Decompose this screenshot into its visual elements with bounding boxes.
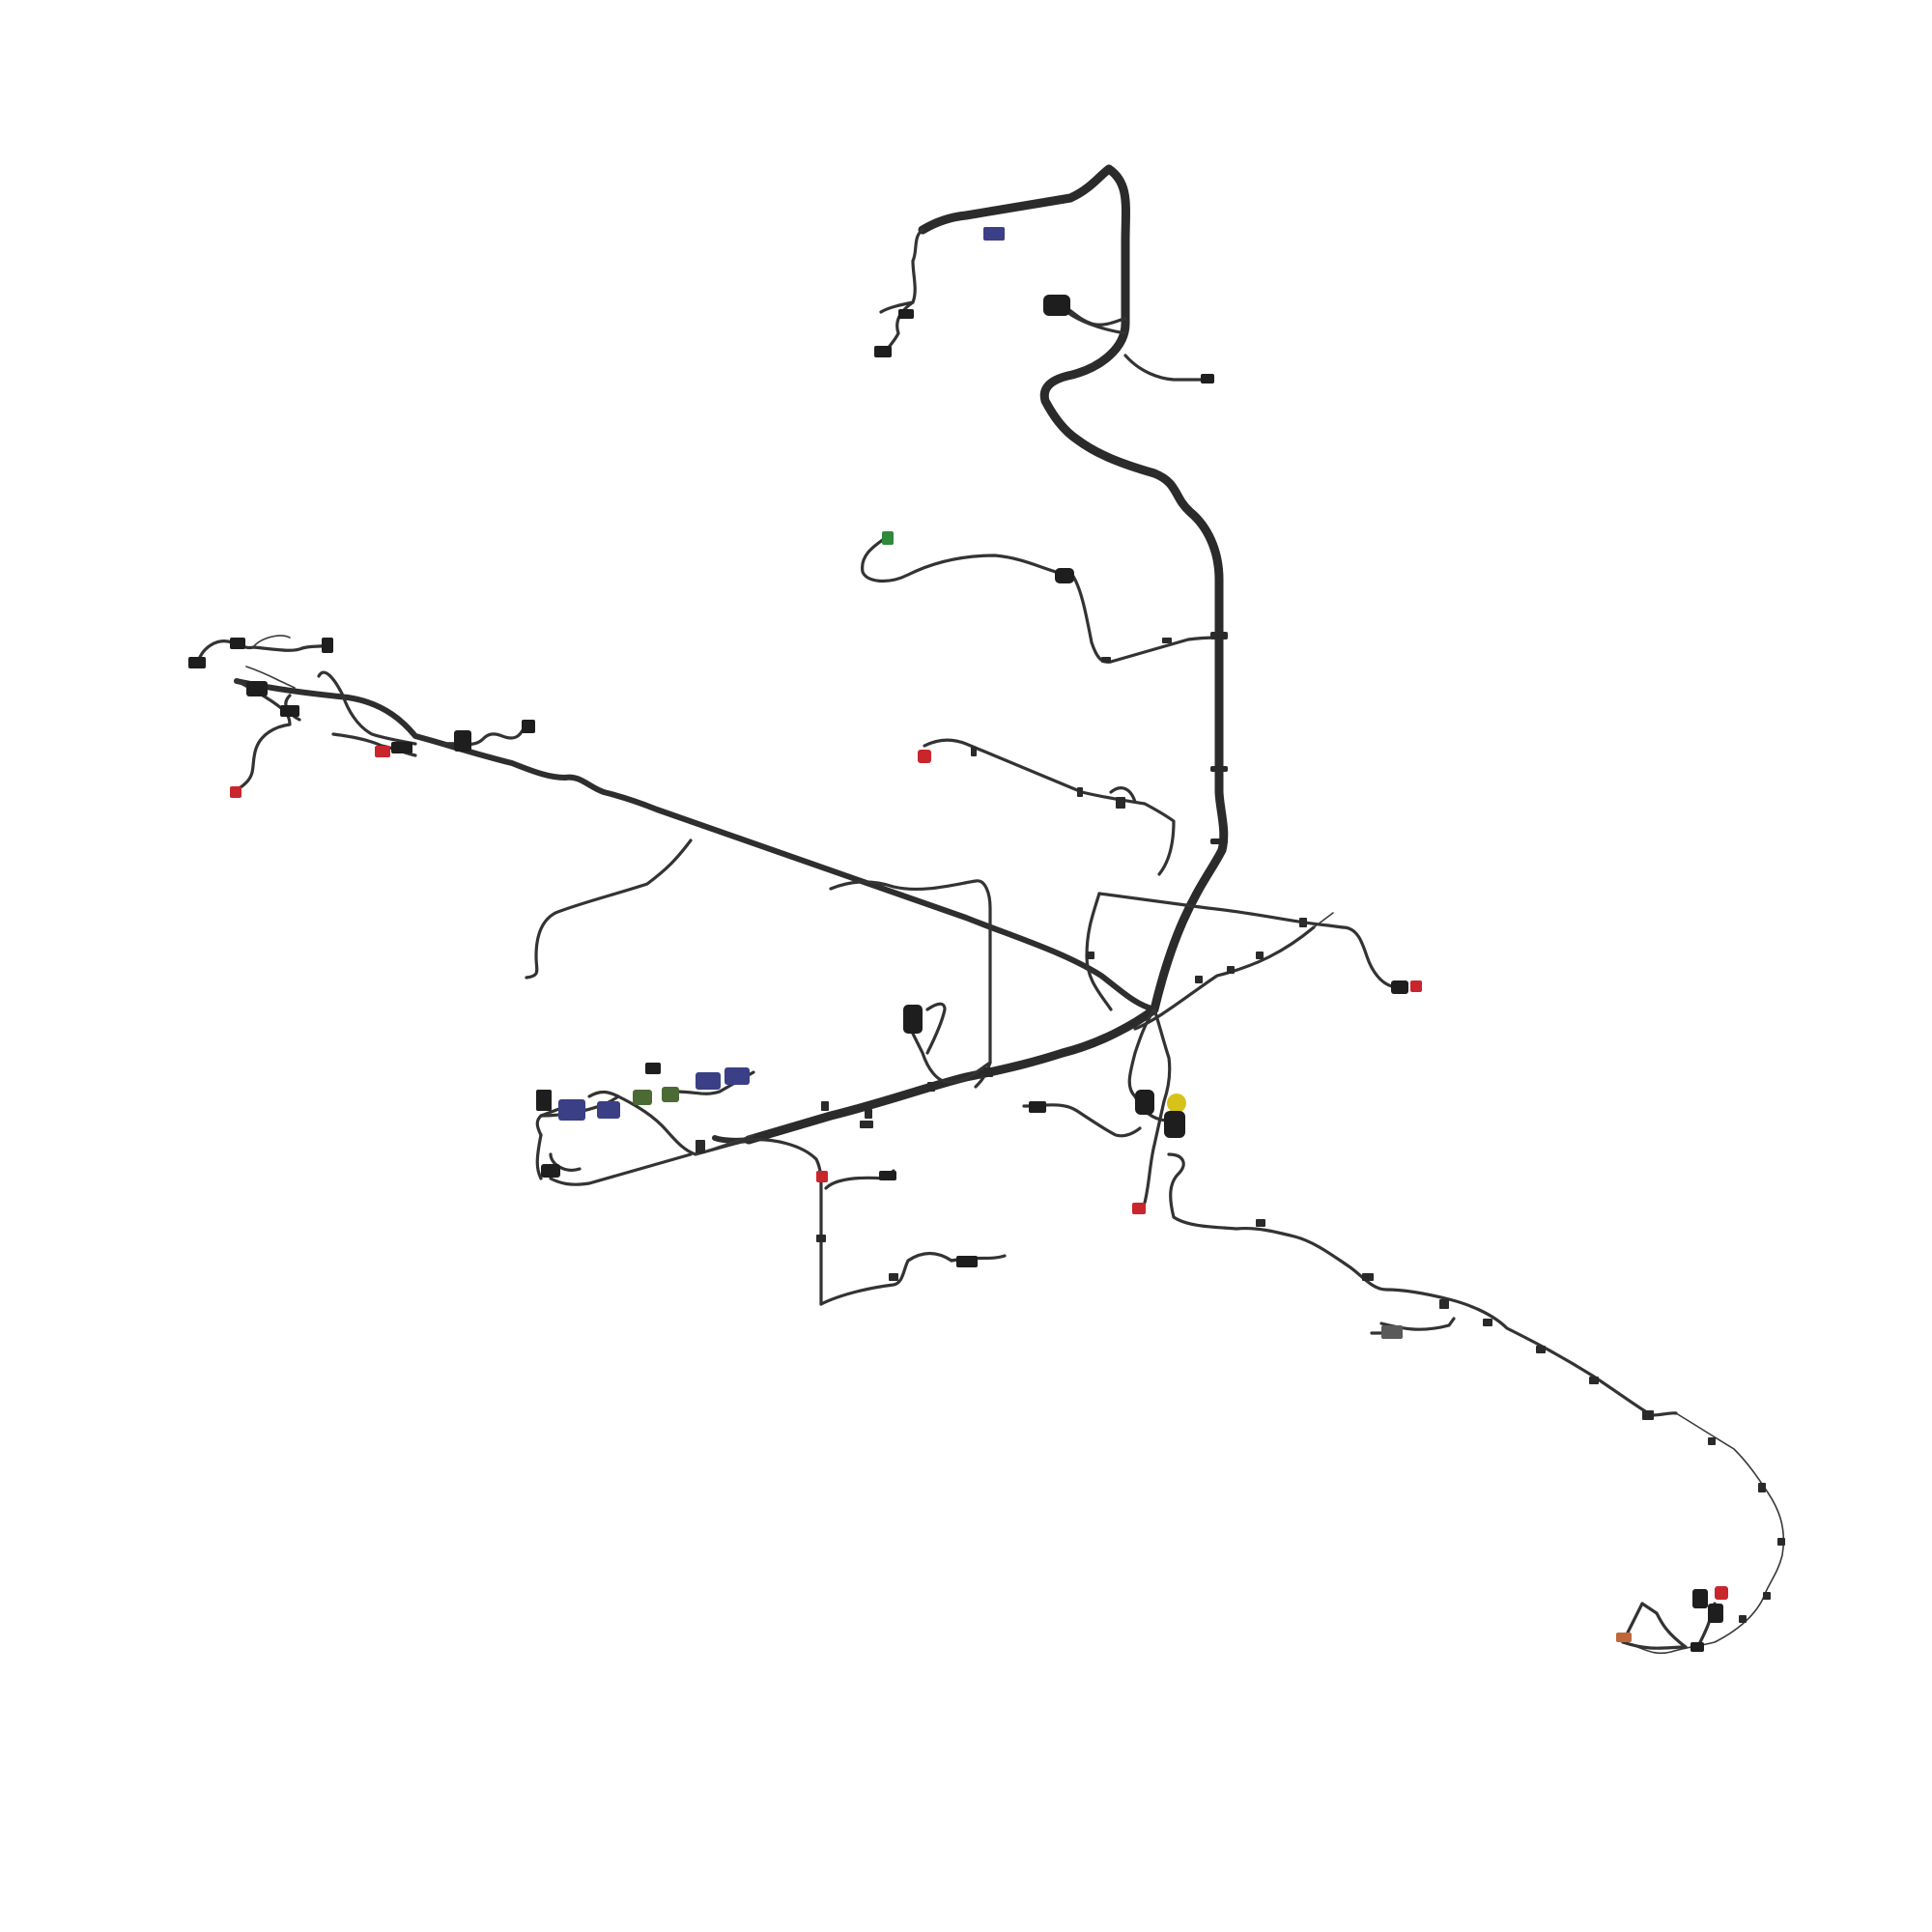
connector-black-right[interactable] (1391, 980, 1408, 994)
connector-black-cluster-3[interactable] (541, 1164, 560, 1178)
harness-clips (696, 632, 1785, 1623)
connector-black-cluster-1[interactable] (536, 1090, 552, 1111)
connector-red-left-branch[interactable] (230, 786, 242, 798)
clip (889, 1273, 898, 1281)
clip (1299, 918, 1307, 927)
far-right-end (1621, 1602, 1717, 1650)
connector-olive-cluster-2[interactable] (662, 1087, 679, 1102)
connector-red-lower[interactable] (816, 1171, 828, 1182)
connector-red-right[interactable] (1410, 980, 1422, 992)
connector-black-top-right[interactable] (1201, 374, 1214, 384)
connector-black-large-top[interactable] (1043, 295, 1070, 316)
connector-olive-cluster[interactable] (633, 1090, 652, 1105)
clip (821, 1101, 829, 1111)
connector-blue-cluster-4[interactable] (724, 1067, 750, 1085)
connector-black-top-left-b[interactable] (874, 346, 892, 357)
connector-green-mid[interactable] (882, 531, 894, 545)
connector-black-lower-2[interactable] (956, 1256, 978, 1267)
clip (1777, 1538, 1785, 1546)
connector-black-left-main-1[interactable] (391, 742, 412, 753)
clip (927, 1082, 935, 1092)
clip (1210, 766, 1228, 772)
red-connector-branch (923, 738, 1176, 876)
clip (971, 747, 977, 756)
clip (1642, 1410, 1654, 1420)
left-hanging-branch (525, 838, 992, 1089)
clip (1439, 1299, 1449, 1309)
connector-yellow-center[interactable] (1167, 1094, 1186, 1113)
connector-blue-cluster[interactable] (558, 1099, 585, 1121)
clip (1210, 838, 1228, 844)
connector-blue-top[interactable] (983, 227, 1005, 241)
mid-sensor-branch (861, 537, 1221, 664)
clip (1483, 1319, 1492, 1326)
left-connector-cluster (196, 635, 528, 794)
connector-black-left-main-3[interactable] (522, 720, 535, 733)
clip (983, 1067, 993, 1077)
connector-orange-end[interactable] (1616, 1633, 1632, 1642)
connector-black-lower-3[interactable] (1381, 1325, 1403, 1339)
clip (1162, 638, 1172, 643)
connector-blue-cluster-2[interactable] (597, 1101, 620, 1119)
connector-black-mid[interactable] (1055, 568, 1074, 583)
connector-blue-cluster-3[interactable] (696, 1072, 721, 1090)
clip (860, 1121, 873, 1128)
clip (865, 1109, 872, 1119)
clip (1087, 952, 1094, 959)
clip (1708, 1437, 1716, 1445)
connector-black-upper-left-2[interactable] (230, 638, 245, 649)
clip (1077, 787, 1083, 797)
clip (1362, 1273, 1374, 1281)
clip (1763, 1592, 1771, 1600)
connector-black-upper-left-5[interactable] (280, 705, 299, 717)
connector-red-center-lower[interactable] (1132, 1203, 1146, 1214)
clip (1101, 657, 1111, 663)
clip (1256, 1219, 1265, 1227)
clip (1589, 1377, 1599, 1384)
connector-black-center[interactable] (1135, 1090, 1154, 1115)
clip (1536, 1346, 1546, 1353)
clip (1758, 1483, 1766, 1492)
connector-black-lower-1[interactable] (879, 1171, 896, 1180)
connectors (188, 227, 1728, 1652)
clip (696, 1140, 705, 1153)
clip (816, 1235, 826, 1242)
connector-black-top-left-a[interactable] (898, 309, 914, 319)
lower-left-cluster (535, 1070, 755, 1186)
connector-red-left-main[interactable] (375, 746, 390, 757)
connector-black-left-main-2[interactable] (454, 730, 471, 752)
clip (1739, 1615, 1747, 1623)
connector-black-end-3[interactable] (1690, 1642, 1704, 1652)
clip (1210, 632, 1228, 639)
clip (1116, 797, 1125, 809)
connector-black-curl[interactable] (903, 1005, 923, 1034)
clip (1227, 966, 1235, 974)
connector-black-upper-left-4[interactable] (246, 681, 268, 696)
connector-black-center-2[interactable] (1164, 1111, 1185, 1138)
clip (1256, 952, 1264, 959)
connector-red-mid[interactable] (918, 750, 931, 763)
connector-black-center-lower[interactable] (1029, 1101, 1046, 1113)
connector-black-upper-left-3[interactable] (322, 638, 333, 653)
right-upper-branch (1085, 892, 1398, 1031)
connector-black-end-2[interactable] (1708, 1604, 1723, 1623)
top-trunk (879, 164, 1229, 855)
connector-black-cluster-2[interactable] (645, 1063, 661, 1074)
connector-red-end[interactable] (1715, 1586, 1728, 1600)
connector-black-end-1[interactable] (1692, 1589, 1708, 1608)
clip (1195, 976, 1203, 983)
connector-black-upper-left-1[interactable] (188, 657, 206, 668)
